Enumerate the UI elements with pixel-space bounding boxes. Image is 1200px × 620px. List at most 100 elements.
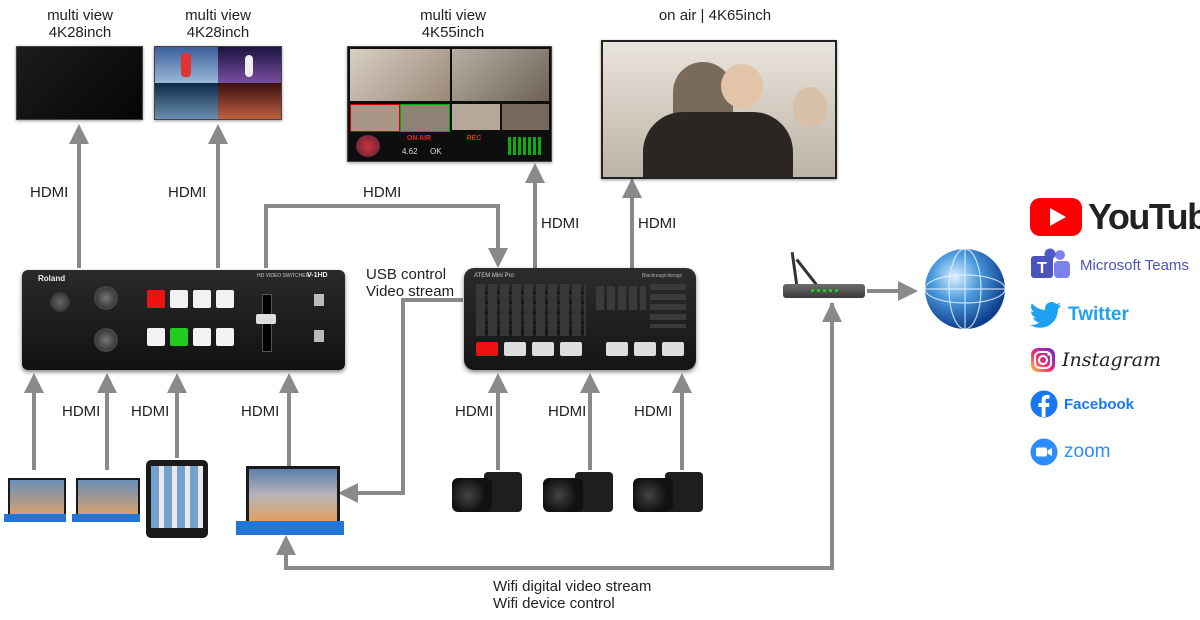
laptop-1-keyboard (4, 514, 66, 522)
usb-label-line2: Video stream (366, 283, 455, 300)
roland-brand-text: Roland (38, 274, 66, 283)
youtube-icon (1030, 198, 1082, 236)
wifi-label-line2: Wifi device control (493, 595, 615, 612)
monitor4-label: on air | 4K65inch (640, 7, 790, 24)
wifi-router (783, 251, 865, 300)
laptop-2 (72, 478, 140, 522)
atem-mini-pro-switcher: ATEM Mini Pro Blackmagicdesign (464, 268, 696, 370)
laptop-3-keyboard (236, 521, 344, 535)
zoom-camera-icon (1030, 438, 1058, 466)
hdmi-label-camera1: HDMI (455, 403, 494, 420)
atem-transition-keys (596, 286, 646, 310)
atem-key-grid (476, 284, 586, 336)
laptop-3 (236, 466, 344, 536)
atem-brand-text: Blackmagicdesign (642, 273, 683, 279)
multiview-rec-text: REC (466, 135, 482, 142)
usb-label-line1: USB control (366, 266, 447, 283)
atem-cut-button (606, 342, 628, 356)
camera-3-lens (633, 478, 673, 512)
monitor1-label-line1: multi view (47, 7, 113, 24)
atem-input4-button (560, 342, 582, 356)
router-antenna-left (790, 251, 799, 287)
hdmi-label-camera2: HDMI (548, 403, 587, 420)
roland-model-text: V-1HD (307, 272, 328, 279)
camera-3 (633, 472, 703, 514)
monitor2-label: multi view 4K28inch (168, 7, 268, 41)
atem-input1-button (476, 342, 498, 356)
microsoft-teams-logo: T Microsoft Teams (1030, 248, 1189, 282)
camera-2-lens (543, 478, 583, 512)
monitor2-label-line1: multi view (185, 7, 251, 24)
hdmi-label-roland-atem: HDMI (363, 184, 402, 201)
twitter-bird-icon (1030, 302, 1061, 328)
roland-v1hd-switcher: Roland HD VIDEO SWITCHER V-1HD (22, 270, 345, 370)
multiview-timer-text: 4.62 (402, 147, 418, 156)
tablet (146, 460, 208, 538)
wifi-arrow-router-laptop (276, 303, 834, 570)
monitor3-label-line1: multi view (420, 7, 486, 24)
monitor3-label-line2: 4K55inch (421, 24, 485, 41)
router-body (783, 284, 865, 298)
roland-transformer-b (314, 330, 324, 342)
laptop-2-keyboard (72, 514, 140, 522)
multiview-on-air-text: ON AIR (406, 135, 432, 142)
roland-a-button-3 (193, 290, 211, 308)
laptop-3-screen (246, 466, 340, 524)
usb-arrow-atem-laptop (338, 298, 463, 503)
roland-tbar-handle (256, 314, 276, 324)
camera-1 (452, 472, 522, 514)
zoom-text: zoom (1064, 441, 1111, 462)
tablet-screen (151, 466, 203, 528)
monitor4-label-line1: on air | 4K65inch (658, 7, 772, 24)
hdmi-label-onair: HDMI (638, 215, 677, 232)
monitor4-onair-screen (601, 40, 837, 179)
laptop-1 (4, 478, 66, 522)
youtube-text: YouTube (1088, 196, 1200, 237)
svg-text:T: T (1037, 260, 1047, 277)
roland-b-button-4 (216, 328, 234, 346)
monitor3-label: multi view 4K55inch (400, 7, 506, 41)
roland-effects-b-knob (94, 328, 118, 352)
roland-a-button-1 (147, 290, 165, 308)
twitter-logo: Twitter (1030, 301, 1129, 329)
instagram-text: Instagram (1062, 349, 1162, 371)
facebook-text: Facebook (1064, 395, 1135, 413)
instagram-logo: Instagram (1030, 347, 1161, 373)
hdmi-label-monitor1: HDMI (30, 184, 69, 201)
usb-label: USB control Video stream (366, 266, 454, 300)
wifi-label: Wifi digital video stream Wifi device co… (493, 578, 651, 612)
instagram-icon (1031, 348, 1055, 372)
atem-ftb-button (662, 342, 684, 356)
hdmi-label-laptop3: HDMI (241, 403, 280, 420)
hdmi-arrow-roland-atem (264, 204, 508, 268)
zoom-logo: zoom (1030, 438, 1110, 466)
monitor2-screen (154, 46, 282, 120)
hdmi-label-multiview: HDMI (541, 215, 580, 232)
roland-output-fade-knob (50, 292, 70, 312)
atem-input2-button (504, 342, 526, 356)
atem-auto-button (634, 342, 656, 356)
camera-2 (543, 472, 613, 514)
laptop-2-screen (76, 478, 140, 516)
hdmi-label-laptops: HDMI (62, 403, 101, 420)
monitor1-screen (16, 46, 143, 120)
roland-subtitle-text: HD VIDEO SWITCHER (257, 273, 310, 279)
camera-1-lens (452, 478, 492, 512)
roland-a-button-4 (216, 290, 234, 308)
teams-icon: T (1031, 248, 1070, 278)
atem-model-text: ATEM Mini Pro (474, 273, 514, 279)
roland-effects-a-knob (94, 286, 118, 310)
roland-b-button-2 (170, 328, 188, 346)
monitor1-label: multi view 4K28inch (30, 7, 130, 41)
facebook-icon (1030, 390, 1058, 418)
hdmi-label-tablet: HDMI (131, 403, 170, 420)
roland-transformer-a (314, 294, 324, 306)
multiview-ok-text: OK (430, 147, 442, 156)
laptop-1-screen (8, 478, 66, 516)
hdmi-label-monitor2: HDMI (168, 184, 207, 201)
hdmi-label-camera3: HDMI (634, 403, 673, 420)
roland-b-button-3 (193, 328, 211, 346)
atem-audio-keys (650, 284, 686, 328)
monitor2-label-line2: 4K28inch (186, 24, 250, 41)
